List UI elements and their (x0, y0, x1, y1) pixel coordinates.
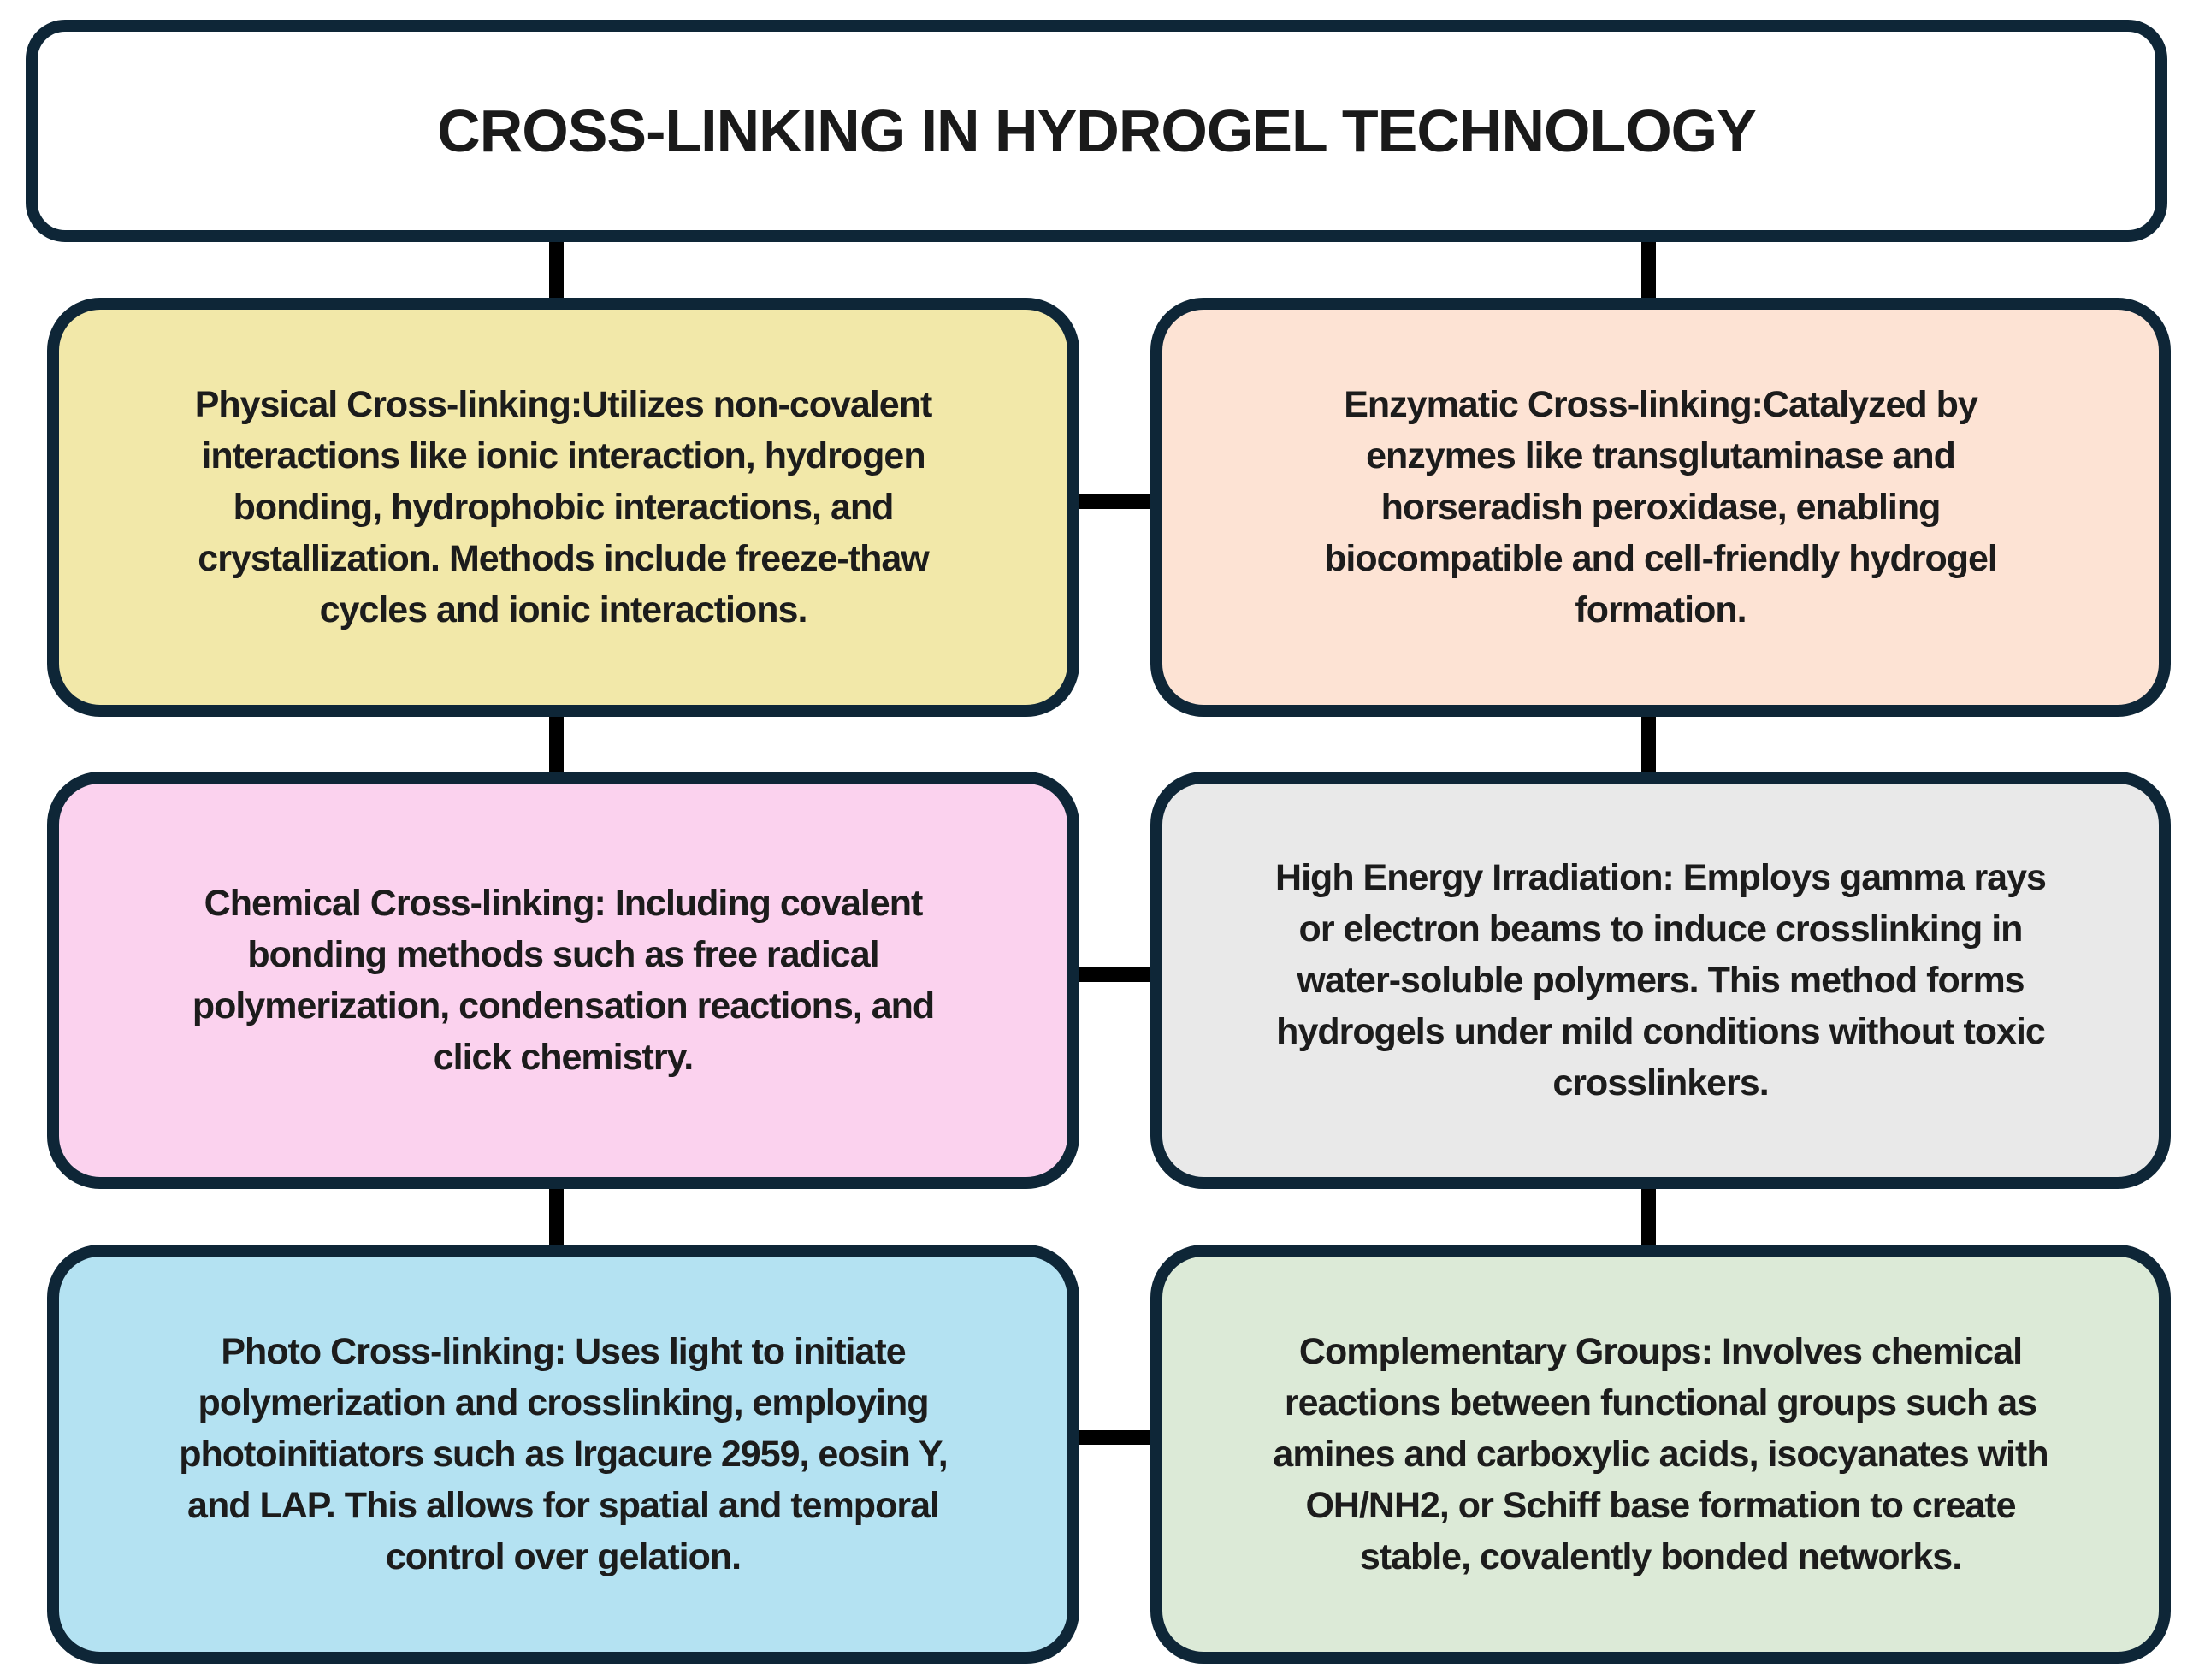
connector-enzymatic-to-high-energy (1641, 700, 1656, 790)
box-enzymatic-cross-linking-text: Enzymatic Cross-linking:Catalyzed by enz… (1324, 383, 1998, 631)
box-enzymatic-cross-linking: Enzymatic Cross-linking:Catalyzed by enz… (1150, 298, 2171, 717)
box-physical-cross-linking-text: Physical Cross-linking:Utilizes non-cova… (194, 383, 933, 631)
connector-title-to-physical (549, 224, 564, 318)
box-photo-cross-linking: Photo Cross-linking: Uses light to initi… (47, 1245, 1079, 1664)
diagram-title-box: CROSS-LINKING IN HYDROGEL TECHNOLOGY (26, 20, 2167, 242)
connector-title-to-enzymatic (1641, 224, 1656, 318)
box-photo-cross-linking-text: Photo Cross-linking: Uses light to initi… (179, 1330, 949, 1578)
connector-high-energy-to-complementary (1641, 1174, 1656, 1263)
connector-chemical-to-high-energy (1061, 967, 1156, 982)
box-chemical-cross-linking: Chemical Cross-linking: Including covale… (47, 772, 1079, 1189)
box-high-energy-irradiation-text: High Energy Irradiation: Employs gamma r… (1275, 856, 2047, 1104)
box-complementary-groups: Complementary Groups: Involves chemical … (1150, 1245, 2171, 1664)
connector-physical-to-chemical (549, 700, 564, 790)
box-high-energy-irradiation: High Energy Irradiation: Employs gamma r… (1150, 772, 2171, 1189)
connector-chemical-to-photo (549, 1174, 564, 1263)
diagram-title: CROSS-LINKING IN HYDROGEL TECHNOLOGY (437, 98, 1757, 164)
box-physical-cross-linking: Physical Cross-linking:Utilizes non-cova… (47, 298, 1079, 717)
connector-photo-to-complementary (1061, 1430, 1156, 1445)
connector-physical-to-enzymatic (1061, 494, 1156, 509)
box-complementary-groups-text: Complementary Groups: Involves chemical … (1273, 1330, 2048, 1578)
box-chemical-cross-linking-text: Chemical Cross-linking: Including covale… (192, 882, 935, 1079)
